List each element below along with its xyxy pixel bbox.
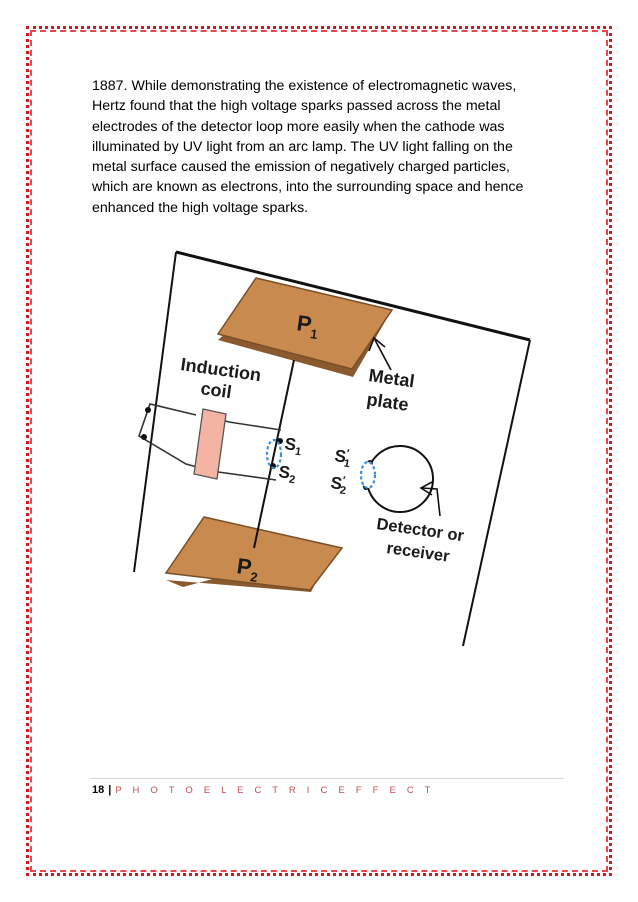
footer-title: P H O T O E L E C T R I C E F F E C T	[115, 785, 435, 796]
label-s1: S1	[283, 434, 303, 458]
body-line: illuminated by UV light from an arc lamp…	[92, 138, 513, 155]
footer-separator: |	[108, 784, 112, 796]
label-coil: coil	[199, 378, 232, 402]
transmitter-wire	[253, 359, 295, 549]
label-plate: plate	[365, 389, 409, 415]
induction-coil	[193, 408, 227, 480]
label-p2: P2	[235, 553, 261, 585]
label-receiver: receiver	[385, 539, 451, 566]
metal-plate-arrow	[368, 336, 392, 371]
label-s2: S2	[277, 462, 297, 486]
transmitter-spark	[265, 438, 283, 470]
body-line: which are known as electrons, into the s…	[92, 179, 524, 196]
metal-plate-p2	[164, 516, 344, 592]
detector-loop	[366, 445, 434, 513]
page-number: 18	[92, 784, 105, 796]
page-footer: 18|P H O T O E L E C T R I C E F F E C T	[92, 783, 435, 798]
body-line: metal surface caused the emission of neg…	[92, 159, 510, 176]
body-line: electrodes of the detector loop more eas…	[92, 118, 505, 135]
body-line: 1887. While demonstrating the existence …	[92, 78, 517, 94]
label-p1: P1	[295, 310, 321, 342]
coil-terminal-dot	[141, 434, 147, 440]
body-paragraph: 1887. While demonstrating the existence …	[92, 76, 562, 218]
body-line: Hertz found that the high voltage sparks…	[92, 98, 501, 115]
coil-terminal-dot	[145, 407, 151, 413]
diagram-frame-left	[133, 251, 177, 573]
label-s1-prime: S′1	[333, 446, 352, 470]
footer-divider	[90, 778, 564, 779]
detector-arrow	[419, 481, 441, 517]
diagram-frame-top	[175, 250, 531, 342]
decorative-page-border	[26, 26, 612, 876]
label-s2-prime: S′2	[329, 473, 348, 497]
detector-spark	[359, 460, 377, 490]
label-metal: Metal	[367, 365, 415, 391]
body-line: enhanced the high voltage sparks.	[92, 199, 309, 216]
metal-plate-p1	[216, 277, 394, 377]
diagram-frame-right	[462, 339, 531, 647]
